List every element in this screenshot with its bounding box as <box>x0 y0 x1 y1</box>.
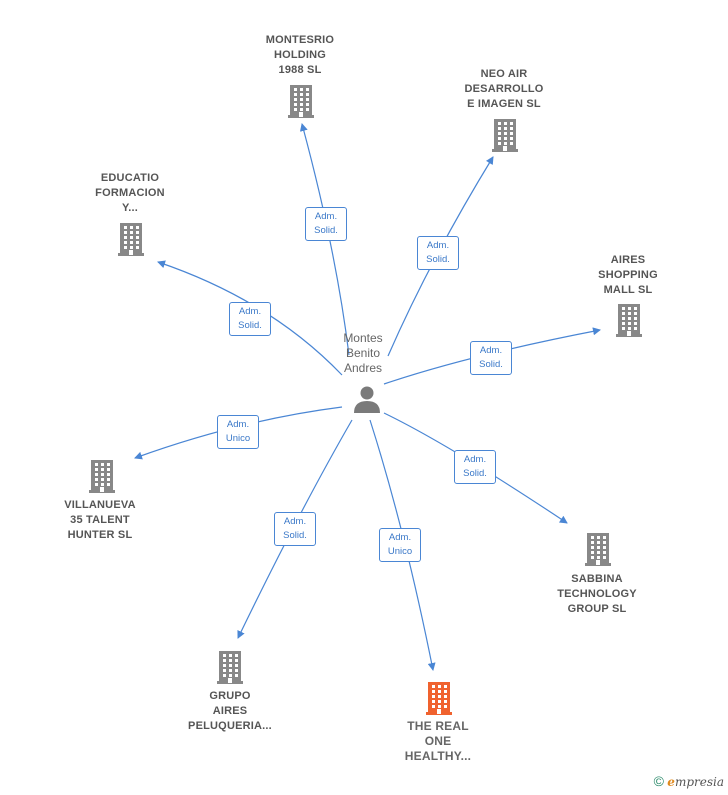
center-label-line: Montes <box>343 331 383 345</box>
relation-label-educatio[interactable]: Adm. Solid. <box>229 302 271 336</box>
company-label-line: ONE <box>424 734 452 748</box>
company-label-line: SABBINA <box>571 573 623 585</box>
company-label-line: 1988 SL <box>278 64 322 76</box>
building-icon[interactable] <box>215 649 245 685</box>
company-label-line: HEALTHY... <box>404 749 472 763</box>
building-icon[interactable] <box>87 458 117 494</box>
company-label-villanueva[interactable]: VILLANUEVA 35 TALENT HUNTER SL <box>40 498 160 543</box>
center-label-line: Andres <box>343 361 383 375</box>
company-label-line: THE REAL <box>407 719 469 733</box>
company-label-line: E IMAGEN SL <box>467 98 541 110</box>
company-label-line: GRUPO <box>209 690 251 702</box>
company-label-line: SHOPPING <box>598 269 658 281</box>
company-label-grupo-aires[interactable]: GRUPO AIRES PELUQUERIA... <box>170 689 290 734</box>
relation-label-line: Adm. <box>479 345 503 356</box>
company-label-aires-shopping[interactable]: AIRES SHOPPING MALL SL <box>568 253 688 298</box>
company-label-line: GROUP SL <box>567 603 627 615</box>
edge-montesrio <box>299 123 350 356</box>
relation-label-line: Solid. <box>426 254 450 265</box>
brand-logo: empresia <box>667 775 724 789</box>
company-label-line: VILLANUEVA <box>64 499 136 511</box>
company-label-sabbina[interactable]: SABBINA TECHNOLOGY GROUP SL <box>537 572 657 617</box>
relation-label-villanueva[interactable]: Adm. Unico <box>217 415 259 449</box>
relation-label-line: Adm. <box>283 516 307 527</box>
building-icon[interactable] <box>286 83 316 119</box>
company-label-line: EDUCATIO <box>100 172 160 184</box>
company-label-line: DESARROLLO <box>464 83 544 95</box>
company-label-line: 35 TALENT <box>70 514 130 526</box>
company-label-line: HUNTER SL <box>67 529 133 541</box>
company-label-line: HOLDING <box>273 49 327 61</box>
relation-label-line: Solid. <box>479 359 503 370</box>
building-icon[interactable] <box>614 302 644 338</box>
relation-label-line: Solid. <box>463 468 487 479</box>
company-label-line: TECHNOLOGY <box>557 588 637 600</box>
relation-label-line: Adm. <box>226 419 250 430</box>
relation-label-aires-shopping[interactable]: Adm. Solid. <box>470 341 512 375</box>
company-label-line: MONTESRIO <box>265 34 335 46</box>
company-label-montesrio[interactable]: MONTESRIO HOLDING 1988 SL <box>240 33 360 78</box>
relation-label-line: Unico <box>225 433 251 444</box>
relation-label-sabbina[interactable]: Adm. Solid. <box>454 450 496 484</box>
relation-label-line: Solid. <box>314 225 338 236</box>
company-label-line: Y... <box>121 202 139 214</box>
person-icon[interactable] <box>352 384 382 414</box>
company-label-line: NEO AIR <box>480 68 528 80</box>
copyright-icon: © <box>653 773 664 789</box>
building-icon[interactable] <box>490 117 520 153</box>
company-label-line: PELUQUERIA... <box>188 720 272 732</box>
company-label-line: AIRES <box>610 254 646 266</box>
relation-label-line: Solid. <box>238 320 262 331</box>
relation-label-line: Solid. <box>283 530 307 541</box>
building-icon[interactable] <box>583 531 613 567</box>
relation-label-grupo-aires[interactable]: Adm. Solid. <box>274 512 316 546</box>
company-label-line: FORMACION <box>95 187 165 199</box>
relation-label-line: Adm. <box>314 211 338 222</box>
relation-label-line: Adm. <box>426 240 450 251</box>
relation-label-line: Adm. <box>238 306 262 317</box>
footer-brand: © empresia <box>654 773 724 789</box>
building-icon[interactable] <box>116 221 146 257</box>
relation-label-line: Adm. <box>388 532 412 543</box>
company-label-neo-air[interactable]: NEO AIR DESARROLLO E IMAGEN SL <box>444 67 564 112</box>
building-icon[interactable] <box>424 680 454 716</box>
relation-label-montesrio[interactable]: Adm. Solid. <box>305 207 347 241</box>
relation-label-neo-air[interactable]: Adm. Solid. <box>417 236 459 270</box>
relation-label-line: Unico <box>387 546 413 557</box>
center-label-line: Benito <box>345 346 381 360</box>
company-label-line: AIRES <box>212 705 248 717</box>
company-label-educatio[interactable]: EDUCATIO FORMACION Y... <box>70 171 190 216</box>
relation-label-line: Adm. <box>463 454 487 465</box>
company-label-line: MALL SL <box>603 284 653 296</box>
relation-label-the-real-one[interactable]: Adm. Unico <box>379 528 421 562</box>
